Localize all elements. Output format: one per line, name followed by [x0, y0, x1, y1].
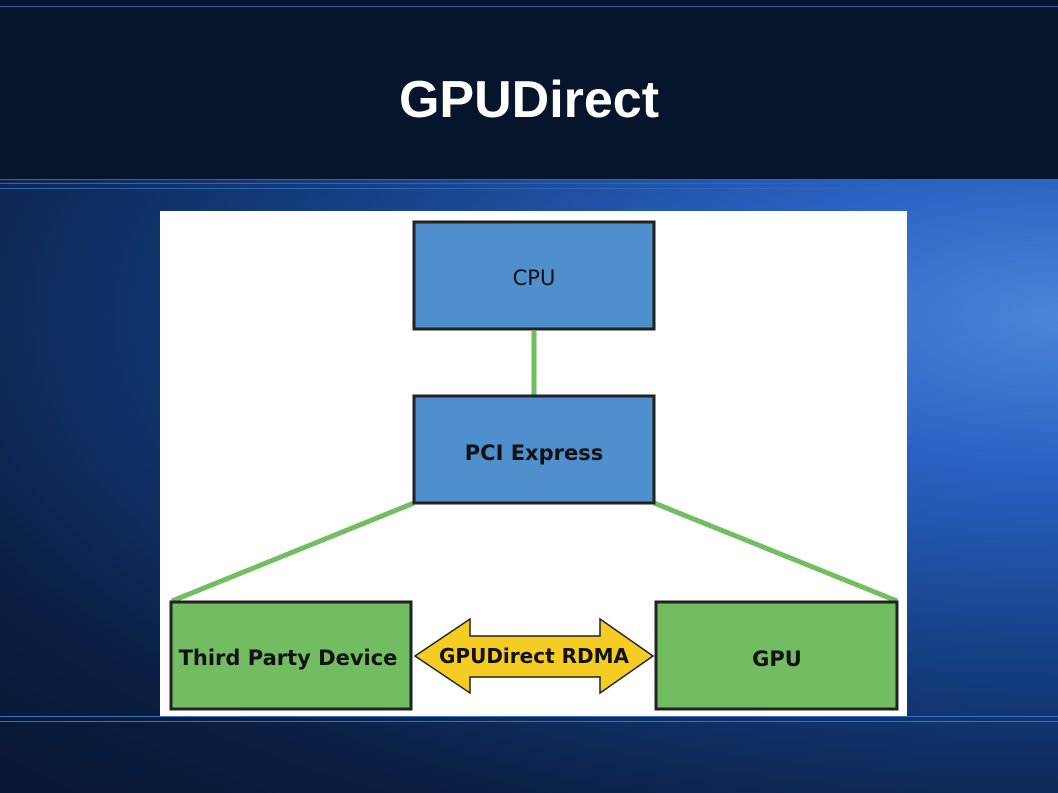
title-bar — [0, 0, 1058, 180]
gpu-label: GPU — [752, 647, 802, 671]
pci-express-box — [412, 394, 656, 505]
footer-rule-1 — [0, 716, 1058, 717]
third-party-device-node: Third Party Device — [169, 600, 413, 711]
cpu-label: CPU — [513, 266, 556, 290]
cpu-node: CPU — [412, 220, 656, 331]
third-party-device-label: Third Party Device — [179, 646, 398, 670]
pci-express-node: PCI Express — [412, 394, 656, 505]
pci-express-label: PCI Express — [465, 441, 603, 465]
gpu-box — [654, 600, 899, 711]
pci-gpu-connector — [653, 500, 898, 604]
gpudirect-rdma-label: GPUDirect RDMA — [439, 644, 629, 668]
header-rule-2 — [0, 183, 1058, 184]
gpudirect-rdma-arrow: GPUDirect RDMA — [413, 617, 655, 695]
header-rule-3 — [0, 188, 1058, 189]
double-arrow-shape — [413, 617, 655, 695]
diagram-canvas: CPU PCI Express Third Party Device GPU G… — [169, 220, 899, 711]
footer-rule-2 — [0, 721, 1058, 722]
top-rule — [0, 6, 1058, 7]
header-rule-1 — [0, 179, 1058, 180]
gpu-node: GPU — [654, 600, 899, 711]
third-party-device-box — [169, 600, 413, 711]
pci-third-party-connector — [171, 500, 415, 604]
slide-title: GPUDirect — [398, 71, 660, 129]
cpu-box — [412, 220, 656, 331]
architecture-diagram: CPU PCI Express Third Party Device GPU G… — [160, 211, 907, 716]
